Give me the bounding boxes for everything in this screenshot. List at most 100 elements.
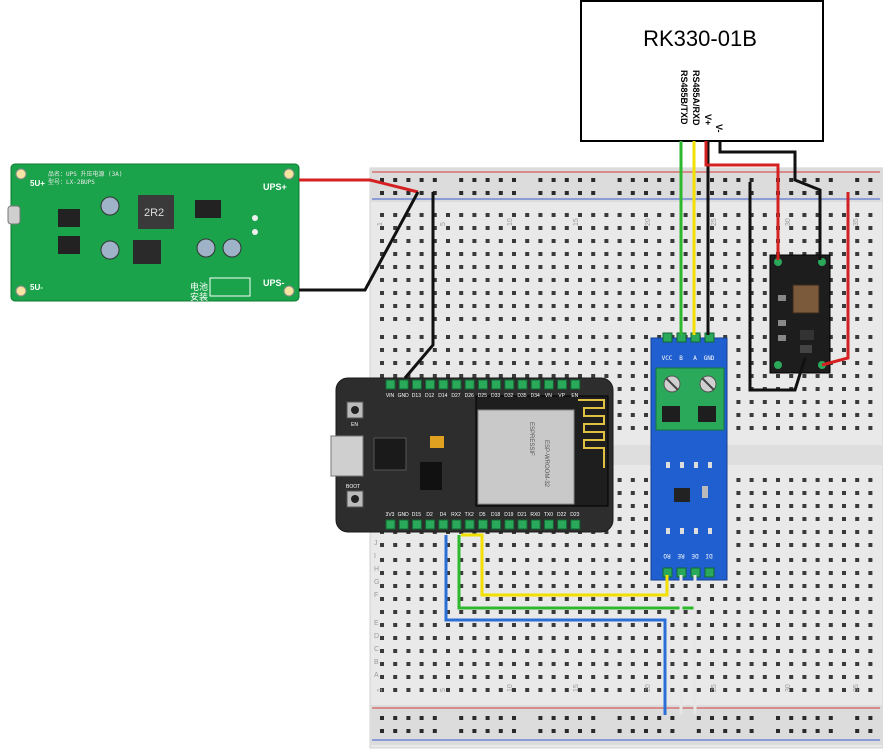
breadboard-hole: [578, 675, 582, 679]
breadboard-hole: [604, 688, 609, 692]
breadboard-hole: [630, 239, 635, 243]
breadboard-hole: [630, 304, 635, 308]
breadboard-hole: [459, 252, 464, 256]
breadboard-hole: [749, 675, 754, 679]
breadboard-hole: [472, 610, 477, 614]
breadboard-hole: [828, 478, 833, 482]
breadboard-hole: [512, 317, 516, 321]
breadboard-hole: [551, 597, 556, 601]
breadboard-hole: [696, 304, 701, 308]
ups-ic: [133, 240, 161, 264]
breadboard-hole: [723, 304, 728, 308]
esp32-pin-label-top: GND: [398, 393, 410, 399]
breadboard-hole: [802, 491, 807, 495]
breadboard-hole: [696, 729, 701, 733]
breadboard-hole: [393, 226, 398, 230]
breadboard-hole: [564, 317, 569, 321]
breadboard-hole: [525, 278, 530, 282]
esp32-pin-label-bottom: GND: [398, 512, 410, 518]
breadboard-hole: [630, 361, 635, 365]
esp32-pin-label-bottom: D19: [504, 512, 513, 518]
breadboard-hole: [828, 491, 833, 495]
breadboard-hole: [446, 649, 450, 653]
breadboard-hole: [406, 688, 411, 692]
breadboard-hole: [564, 729, 569, 733]
esp32-header-pin: [557, 519, 568, 530]
breadboard-hole: [802, 688, 807, 692]
breadboard-hole: [498, 317, 503, 321]
breadboard-hole: [855, 348, 860, 352]
breadboard-hole: [512, 278, 516, 282]
breadboard-hole: [630, 504, 635, 508]
breadboard-hole: [710, 623, 714, 627]
breadboard-hole: [868, 226, 873, 230]
breadboard-hole: [617, 623, 622, 627]
breadboard-hole: [446, 543, 450, 547]
breadboard-hole: [828, 291, 833, 295]
breadboard-hole: [776, 504, 780, 508]
breadboard-hole: [432, 662, 437, 666]
breadboard-hole: [776, 413, 780, 417]
breadboard-hole: [723, 597, 728, 601]
breadboard-hole: [736, 374, 741, 378]
breadboard-hole: [710, 662, 714, 666]
breadboard-hole: [749, 584, 754, 588]
breadboard-hole: [855, 304, 860, 308]
breadboard-hole: [828, 278, 833, 282]
breadboard-hole: [710, 716, 714, 720]
breadboard-hole: [696, 662, 701, 666]
breadboard-hole: [472, 584, 477, 588]
breadboard-hole: [683, 636, 688, 640]
breadboard-hole: [736, 530, 741, 534]
breadboard-hole: [723, 335, 728, 339]
breadboard-hole: [644, 213, 648, 217]
breadboard-hole: [485, 291, 490, 295]
breadboard-hole: [762, 688, 767, 692]
breadboard-hole: [723, 191, 728, 195]
breadboard-hole: [802, 675, 807, 679]
breadboard-hole: [459, 675, 464, 679]
breadboard-hole: [578, 335, 582, 339]
breadboard-hole: [776, 729, 780, 733]
breadboard-hole: [842, 304, 846, 308]
breadboard-hole: [762, 400, 767, 404]
breadboard-hole: [538, 278, 543, 282]
breadboard-hole: [604, 584, 609, 588]
breadboard-hole: [657, 239, 662, 243]
breadboard-hole: [644, 400, 648, 404]
breadboard-hole: [578, 291, 582, 295]
breadboard-hole: [710, 278, 714, 282]
breadboard-hole: [485, 597, 490, 601]
breadboard-hole: [670, 662, 675, 666]
breadboard-hole: [538, 662, 543, 666]
breadboard-hole: [393, 597, 398, 601]
breadboard-hole: [696, 317, 701, 321]
breadboard-hole: [855, 584, 860, 588]
breadboard-hole: [617, 304, 622, 308]
breadboard-hole: [762, 317, 767, 321]
breadboard-hole: [591, 239, 596, 243]
breadboard-hole: [432, 335, 437, 339]
rs485-pin-label-bottom: RE: [677, 552, 685, 559]
ups-coil-label: 2R2: [144, 207, 164, 219]
breadboard-hole: [802, 213, 807, 217]
breadboard-hole: [696, 213, 701, 217]
breadboard-hole: [749, 348, 754, 352]
breadboard-hole: [842, 426, 846, 430]
breadboard-hole: [380, 584, 384, 588]
breadboard-hole: [432, 597, 437, 601]
breadboard-hole: [551, 265, 556, 269]
breadboard-hole: [670, 252, 675, 256]
breadboard-hole: [828, 675, 833, 679]
breadboard-hole: [802, 571, 807, 575]
breadboard-hole: [710, 649, 714, 653]
breadboard-hole: [776, 530, 780, 534]
breadboard-hole: [855, 478, 860, 482]
breadboard-hole: [393, 239, 398, 243]
breadboard-hole: [525, 597, 530, 601]
breadboard-hole: [538, 374, 543, 378]
breadboard-hole: [538, 191, 543, 195]
breadboard-hole: [406, 361, 411, 365]
wire-sensor-vminus-black: [718, 141, 822, 260]
